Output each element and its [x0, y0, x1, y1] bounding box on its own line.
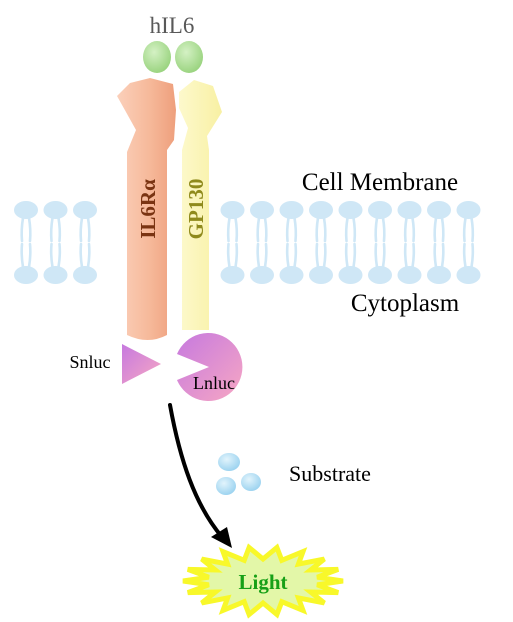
il6ra-receptor	[117, 78, 176, 340]
lipid-head-outer	[42, 199, 69, 243]
lipid-head-inner	[278, 242, 305, 286]
light-label: Light	[238, 570, 287, 594]
lipid-head-outer	[425, 199, 453, 243]
gp130-receptor	[179, 80, 222, 330]
hil6-ligand	[143, 41, 203, 73]
lipid-head-inner	[307, 242, 335, 286]
ligand-sphere-1	[143, 41, 171, 73]
hil6-label: hIL6	[150, 13, 195, 38]
lipid-head-outer	[455, 199, 482, 243]
lipid-head-inner	[71, 242, 99, 286]
lipid-head-outer	[278, 199, 305, 243]
snluc-fragment	[122, 344, 161, 384]
light-burst	[182, 543, 344, 619]
cell-membrane-label: Cell Membrane	[302, 169, 458, 196]
lipid-head-inner	[366, 242, 394, 286]
lipid-head-inner	[337, 242, 364, 286]
lipid-head-outer	[307, 199, 335, 243]
lipid-bilayer	[12, 199, 482, 286]
lipid-head-inner	[42, 242, 69, 286]
lipid-head-outer	[219, 199, 246, 243]
gp130-label: GP130	[184, 179, 208, 240]
lipid-head-outer	[337, 199, 364, 243]
substrate-label: Substrate	[289, 461, 371, 486]
substrate-molecules	[216, 453, 261, 495]
reaction-arrow	[168, 403, 232, 548]
lipid-head-outer	[12, 199, 40, 243]
lipid-head-outer	[396, 199, 423, 243]
snluc-label: Snluc	[69, 352, 110, 372]
cytoplasm-label: Cytoplasm	[351, 290, 460, 317]
lipid-head-inner	[455, 242, 482, 286]
lipid-head-outer	[71, 199, 99, 243]
lipid-head-outer	[366, 199, 394, 243]
lnluc-label: Lnluc	[193, 373, 235, 393]
lipid-head-inner	[425, 242, 453, 286]
lipid-head-inner	[396, 242, 423, 286]
lnluc-fragment	[177, 333, 243, 401]
lipid-head-inner	[248, 242, 276, 286]
lipid-head-inner	[219, 242, 246, 286]
ligand-sphere-2	[175, 41, 203, 73]
lipid-head-inner	[12, 242, 40, 286]
il6ra-label: IL6Rα	[136, 179, 160, 239]
lipid-head-outer	[248, 199, 276, 243]
